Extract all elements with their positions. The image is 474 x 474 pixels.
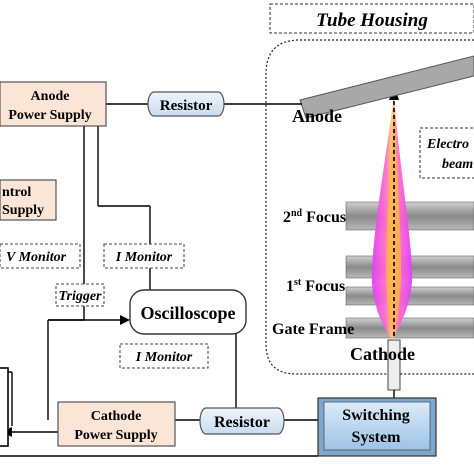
anode-rod: [299, 55, 474, 119]
resistor-top-label: Resistor: [160, 98, 213, 114]
trigger-arrowhead: [120, 315, 130, 325]
trigger-box: [55, 283, 105, 307]
resistor-bottom: [199, 407, 285, 435]
focus2-label: 2nd Focus: [283, 208, 346, 226]
control-power-supply-box: [0, 179, 57, 221]
tube-housing-outline: [265, 39, 474, 375]
i-monitor-top-box: [103, 243, 185, 269]
gate-frame-electrode: [345, 317, 474, 339]
electron-beam-label-1: Electro: [426, 137, 469, 152]
electron-beam-label-box: [419, 127, 474, 179]
control-supply-line1: ntrol: [2, 185, 31, 200]
focus1-label: 1st Focus: [286, 277, 345, 295]
focus2-electrode: [345, 201, 474, 231]
tube-housing-title: Tube Housing: [316, 10, 428, 31]
anode-power-supply-box: [0, 81, 107, 127]
cathode-power-supply-box: [57, 401, 176, 447]
oscilloscope-box: [129, 289, 247, 335]
cathode-label: Cathode: [350, 344, 415, 364]
gate-frame-label: Gate Frame: [272, 321, 354, 338]
anode-label: Anode: [292, 106, 342, 126]
cathode-supply-line1: Cathode: [91, 409, 142, 424]
cathode-supply-line2: Power Supply: [74, 428, 157, 443]
resistor-top: [147, 91, 225, 117]
anode-supply-line2: Power Supply: [8, 108, 91, 123]
switching-line2: System: [352, 429, 402, 446]
i-monitor-top-label: I Monitor: [115, 250, 173, 265]
trigger-label: Trigger: [58, 289, 102, 304]
anode-supply-line1: Anode: [31, 89, 70, 104]
control-supply-line2: Supply: [2, 203, 44, 218]
resistor-bottom-label: Resistor: [214, 414, 270, 431]
v-monitor-box: [0, 243, 81, 269]
electron-beam-label-2: beam: [442, 157, 473, 172]
oscilloscope-label: Oscilloscope: [141, 303, 236, 323]
i-monitor-bottom-box: [119, 343, 209, 369]
i-monitor-bottom-label: I Monitor: [135, 350, 193, 365]
tube-housing-title-box: [269, 3, 474, 34]
left-edge-box: [0, 367, 9, 447]
switching-system-inner: [323, 401, 431, 451]
v-monitor-label: V Monitor: [6, 250, 67, 265]
switching-line1: Switching: [342, 407, 410, 424]
